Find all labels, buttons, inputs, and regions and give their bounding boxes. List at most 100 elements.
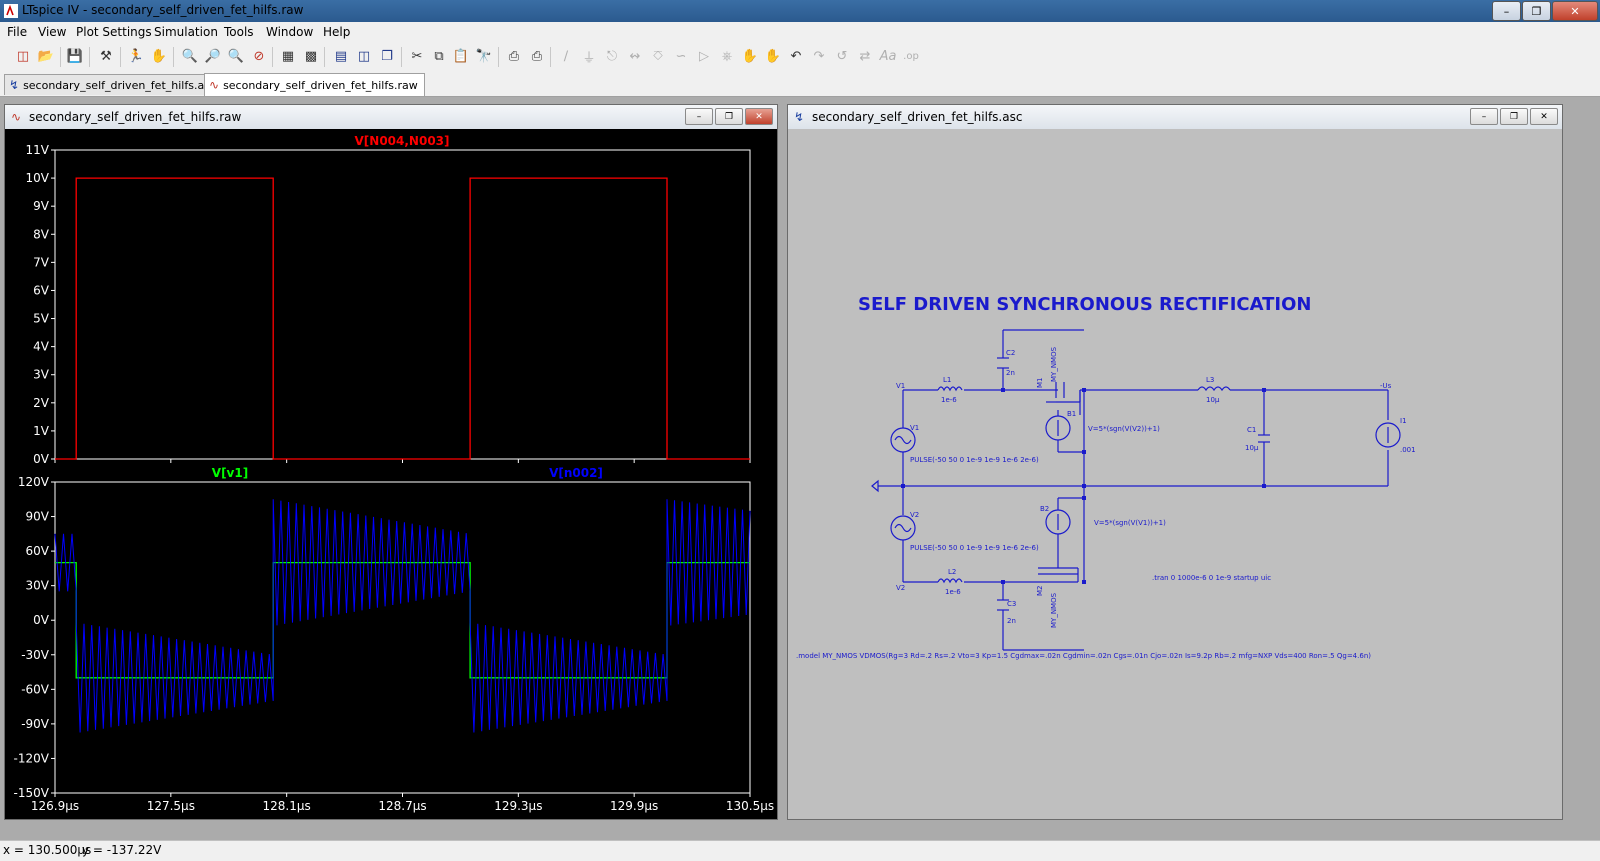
schematic-canvas[interactable]: SELF DRIVEN SYNCHRONOUS RECTIFICATION bbox=[788, 130, 1560, 818]
cut-icon[interactable]: ✂ bbox=[411, 48, 423, 64]
menu-bar: File View Plot Settings Simulation Tools… bbox=[0, 22, 1600, 42]
capacitor-icon[interactable]: ⎏ bbox=[652, 48, 664, 64]
bottom-trace-label-v1[interactable]: V[v1] bbox=[212, 466, 248, 480]
open-icon[interactable]: 📂 bbox=[37, 48, 55, 64]
print-preview-icon[interactable]: ⎙ bbox=[508, 48, 520, 64]
toolbar-separator bbox=[498, 47, 499, 67]
undo-icon[interactable]: ↶ bbox=[790, 48, 802, 64]
tab-schematic[interactable]: ↯ secondary_self_driven_fet_hilfs.asc bbox=[4, 74, 223, 95]
c3-value-label: 2n bbox=[1007, 617, 1016, 625]
manual-limits-icon[interactable]: ▩ bbox=[304, 48, 318, 64]
y-tick-label: -120V bbox=[14, 751, 50, 765]
y-tick-label: 30V bbox=[26, 579, 50, 593]
toolbar-separator bbox=[272, 47, 273, 67]
inductor-icon[interactable]: ∽ bbox=[675, 48, 687, 64]
zoom-out-icon[interactable]: 🔎 bbox=[204, 48, 222, 64]
drag-icon[interactable]: ✋ bbox=[764, 48, 782, 64]
tab-waveform[interactable]: ∿ secondary_self_driven_fet_hilfs.raw bbox=[204, 73, 425, 96]
find-icon[interactable]: 🔭 bbox=[475, 48, 493, 64]
save-icon[interactable]: 💾 bbox=[66, 48, 84, 64]
behavioral-source-b2[interactable] bbox=[1045, 509, 1071, 535]
schematic-window-title: secondary_self_driven_fet_hilfs.asc bbox=[812, 110, 1023, 124]
window-title: LTspice IV - secondary_self_driven_fet_h… bbox=[22, 3, 304, 17]
tile-vertical-icon[interactable]: ◫ bbox=[357, 48, 371, 64]
b1-ref-label: B1 bbox=[1067, 410, 1076, 418]
ground-icon[interactable]: ⏚ bbox=[582, 50, 596, 66]
model-directive[interactable]: .model MY_NMOS VDMOS(Rg=3 Rd=.2 Rs=.2 Vt… bbox=[796, 652, 1371, 660]
cascade-icon[interactable]: ❐ bbox=[381, 48, 393, 64]
net-label-us: -Us bbox=[1380, 382, 1392, 390]
behavioral-source-b1[interactable] bbox=[1045, 415, 1071, 441]
menu-file[interactable]: File bbox=[7, 25, 28, 39]
control-panel-icon[interactable]: ⚒ bbox=[100, 48, 112, 64]
inductor-l2[interactable] bbox=[937, 578, 963, 584]
child-minimize-button[interactable]: – bbox=[685, 108, 713, 125]
autorange-icon[interactable]: ▦ bbox=[281, 48, 295, 64]
v2-ref-label: V2 bbox=[910, 511, 919, 519]
zoom-full-icon[interactable]: 🔍 bbox=[227, 48, 245, 64]
current-source-i1[interactable] bbox=[1375, 422, 1401, 448]
y-tick-label: 11V bbox=[26, 143, 50, 157]
tile-horizontal-icon[interactable]: ▤ bbox=[334, 48, 348, 64]
child-close-button[interactable]: ✕ bbox=[745, 108, 773, 125]
c3-ref-label: C3 bbox=[1007, 600, 1016, 608]
diode-icon[interactable]: ▷ bbox=[699, 48, 709, 64]
voltage-source-v2[interactable] bbox=[890, 515, 916, 541]
menu-tools[interactable]: Tools bbox=[224, 25, 254, 39]
rotate-icon[interactable]: ↺ bbox=[836, 48, 848, 64]
menu-help[interactable]: Help bbox=[323, 25, 351, 39]
toolbar: ◫ 📂 💾 ⚒ 🏃 ✋ 🔍 🔎 🔍 ⊘ ▦ ▩ ▤ ◫ ❐ ✂ ⧉ 📋 🔭 ⎙ … bbox=[0, 42, 1600, 73]
text-icon[interactable]: Aa bbox=[879, 48, 897, 64]
c1-ref-label: C1 bbox=[1247, 426, 1256, 434]
schematic-heading: SELF DRIVEN SYNCHRONOUS RECTIFICATION bbox=[858, 294, 1311, 315]
bottom-trace-label-n002[interactable]: V[n002] bbox=[549, 466, 603, 480]
spice-directive-icon[interactable]: .op bbox=[903, 50, 919, 62]
redo-icon[interactable]: ↷ bbox=[813, 48, 825, 64]
draw-wire-icon[interactable]: ∕ bbox=[563, 48, 569, 64]
menu-plot-settings[interactable]: Plot Settings bbox=[76, 25, 152, 39]
print-icon[interactable]: ⎙ bbox=[531, 48, 543, 64]
zoom-in-icon[interactable]: 🔍 bbox=[181, 48, 199, 64]
mirror-icon[interactable]: ⇄ bbox=[859, 48, 871, 64]
menu-simulation[interactable]: Simulation bbox=[154, 25, 218, 39]
close-button[interactable]: ✕ bbox=[1552, 1, 1598, 21]
y-tick-label: 6V bbox=[33, 283, 50, 297]
x-tick-label: 127.5µs bbox=[147, 799, 195, 813]
y-tick-label: 1V bbox=[33, 424, 50, 438]
menu-window[interactable]: Window bbox=[266, 25, 314, 39]
c2-ref-label: C2 bbox=[1006, 349, 1015, 357]
label-net-icon[interactable]: ⎋ bbox=[606, 48, 618, 64]
child-restore-button[interactable]: ❐ bbox=[1500, 108, 1528, 125]
top-trace-label[interactable]: V[N004,N003] bbox=[355, 134, 450, 148]
document-tabs: ↯ secondary_self_driven_fet_hilfs.asc ∿ … bbox=[0, 72, 1600, 97]
status-bar: x = 130.500µs y = -137.22V bbox=[0, 840, 1600, 861]
paste-icon[interactable]: 📋 bbox=[452, 48, 470, 64]
restore-button[interactable]: ❐ bbox=[1522, 1, 1551, 21]
resistor-icon[interactable]: ↭ bbox=[629, 48, 641, 64]
copy-icon[interactable]: ⧉ bbox=[434, 48, 444, 64]
voltage-source-v1[interactable] bbox=[890, 427, 916, 453]
x-tick-label: 130.5µs bbox=[726, 799, 774, 813]
junction-dots bbox=[901, 388, 1266, 584]
zoom-cancel-icon[interactable]: ⊘ bbox=[253, 48, 265, 64]
move-icon[interactable]: ✋ bbox=[741, 48, 759, 64]
y-tick-label: 9V bbox=[33, 199, 50, 213]
y-tick-label: 3V bbox=[33, 368, 50, 382]
child-close-button[interactable]: ✕ bbox=[1530, 108, 1558, 125]
new-schematic-icon[interactable]: ◫ bbox=[16, 48, 30, 64]
run-icon[interactable]: 🏃 bbox=[127, 48, 145, 64]
child-restore-button[interactable]: ❐ bbox=[715, 108, 743, 125]
m2-ref-label: M2 bbox=[1036, 586, 1044, 597]
inductor-l1[interactable] bbox=[937, 386, 963, 392]
child-minimize-button[interactable]: – bbox=[1470, 108, 1498, 125]
tran-directive[interactable]: .tran 0 1000e-6 0 1e-9 startup uic bbox=[1152, 574, 1271, 582]
toolbar-separator bbox=[173, 47, 174, 67]
minimize-button[interactable]: – bbox=[1492, 1, 1521, 21]
waveform-plot[interactable]: V[N004,N003] V[v1] V[n002] 11V10V9V8V7V6… bbox=[5, 130, 775, 818]
waveform-icon: ∿ bbox=[11, 110, 22, 124]
inductor-l3[interactable] bbox=[1197, 386, 1231, 392]
component-icon[interactable]: ⎈ bbox=[721, 48, 733, 64]
schematic-window: ↯ secondary_self_driven_fet_hilfs.asc – … bbox=[787, 104, 1563, 820]
halt-icon[interactable]: ✋ bbox=[150, 48, 168, 64]
menu-view[interactable]: View bbox=[38, 25, 67, 39]
